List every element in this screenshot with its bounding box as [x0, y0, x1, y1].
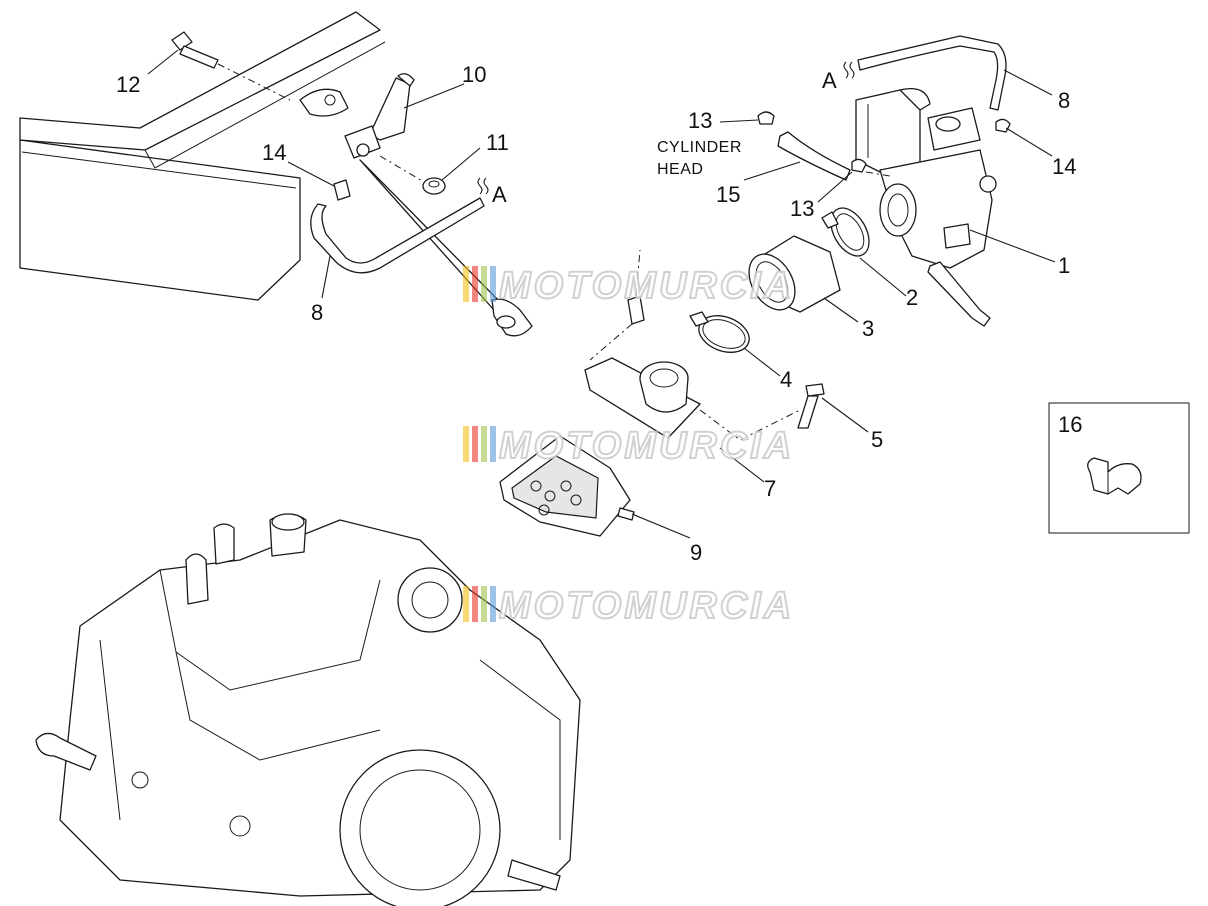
watermark-stripe: [472, 426, 478, 462]
callout-5: 5: [871, 427, 883, 452]
callout-13-top: 13: [688, 108, 712, 133]
watermark-stripe: [463, 426, 469, 462]
hose-8-left: [310, 179, 485, 274]
callout-1: 1: [1058, 253, 1070, 278]
intake-manifold-7: [584, 249, 801, 441]
watermark-stripe: [481, 586, 487, 622]
callout-8-left: 8: [311, 300, 323, 325]
marker-a-left: A: [492, 182, 507, 207]
hose-8-right: [857, 35, 1007, 111]
carburetor-1: [855, 87, 997, 327]
callout-8-right: 8: [1058, 88, 1070, 113]
watermark-stripe: [490, 426, 496, 462]
callout-11: 11: [486, 130, 509, 155]
nut-11: [379, 155, 446, 195]
callout-9: 9: [690, 540, 702, 565]
watermark-stripe: [481, 426, 487, 462]
cylinder-head-note-line2: HEAD: [657, 161, 703, 178]
callout-2: 2: [906, 285, 918, 310]
watermark-text: MOTOMURCIA: [499, 585, 794, 627]
callout-4: 4: [780, 367, 792, 392]
callout-10: 10: [462, 62, 486, 87]
callout-14-right: 14: [1052, 154, 1076, 179]
engine-block: [35, 513, 581, 906]
watermark-bottom: MOTOMURCIA: [463, 584, 794, 628]
reed-valve-9: [499, 435, 635, 537]
callout-3: 3: [862, 316, 874, 341]
bolt-12: [171, 31, 291, 101]
intake-rubber-3: [748, 235, 841, 313]
callout-7: 7: [764, 476, 776, 501]
leader-lines: [147, 49, 1056, 539]
frame-plate: [19, 11, 386, 301]
watermark-stripe: [472, 266, 478, 302]
watermark-text: MOTOMURCIA: [499, 425, 794, 467]
watermark-stripe: [472, 586, 478, 622]
clamp-4: [689, 311, 750, 353]
watermark-stripe: [490, 266, 496, 302]
marker-a-right: A: [822, 68, 837, 93]
callout-13-bottom: 13: [790, 196, 814, 221]
watermark-stripe: [463, 266, 469, 302]
watermark-middle: MOTOMURCIA: [463, 424, 794, 468]
callout-12: 12: [116, 72, 140, 97]
cylinder-head-note-line1: CYLINDER: [657, 139, 742, 156]
callout-15: 15: [716, 182, 740, 207]
watermark-top: MOTOMURCIA: [463, 264, 794, 308]
clamp-2: [821, 207, 870, 257]
connection-marker-a-left: A: [477, 177, 507, 207]
watermark-stripe: [490, 586, 496, 622]
watermark-stripe: [481, 266, 487, 302]
bolt-5: [797, 383, 825, 429]
callout-16: 16: [1058, 412, 1082, 437]
connection-marker-a-right: A: [822, 61, 855, 93]
callout-14-left: 14: [262, 140, 286, 165]
watermark-text: MOTOMURCIA: [499, 265, 794, 307]
detail-box-16: [1048, 402, 1190, 534]
watermark-stripe: [463, 586, 469, 622]
